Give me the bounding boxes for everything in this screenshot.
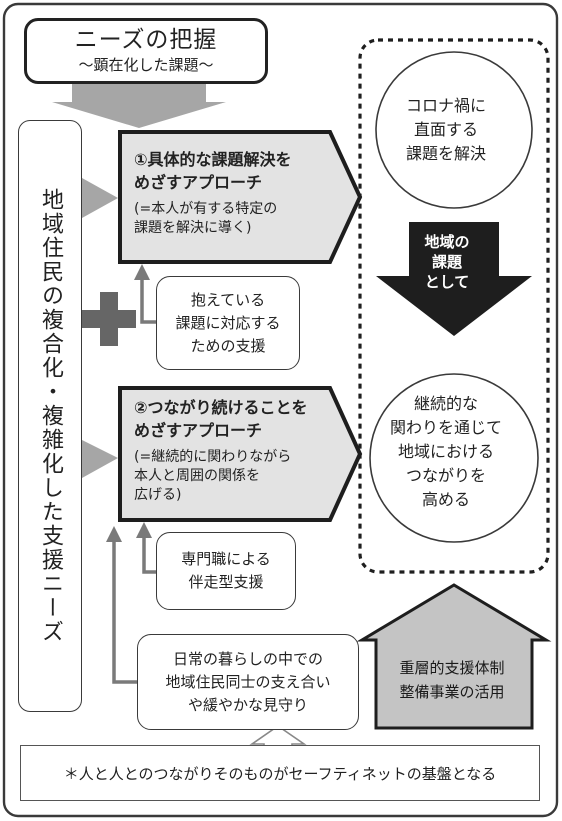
plus-icon	[82, 292, 136, 346]
dashed-panel	[358, 38, 550, 574]
approach2-text: ②つながり続けることを めざすアプローチ (=継続的に関わりながら 本人と周囲の…	[134, 396, 344, 505]
support2-line1: 専門職による	[181, 550, 271, 568]
needs-box: ニーズの把握 〜顕在化した課題〜	[24, 18, 268, 84]
needs-down-arrow	[52, 84, 226, 128]
approach2-shape	[118, 386, 363, 522]
system-line1: 重層的支援体制	[399, 659, 505, 677]
approach2-title-line2: めざすアプローチ	[134, 421, 263, 440]
footer-note-box: ＊人と人とのつながりそのものがセーフティネットの基盤となる	[20, 745, 540, 801]
support1-line1: 抱えている	[190, 290, 266, 309]
needs-title: ニーズの把握	[74, 27, 218, 53]
approach1-title-line1: ①具体的な課題解決を	[134, 150, 292, 169]
system-line2: 整備事業の活用	[399, 683, 505, 701]
approach1-text: ①具体的な課題解決を めざすアプローチ (=本人が有する特定の 課題を解決に導く…	[134, 148, 334, 238]
approach1-note-line1: (=本人が有する特定の	[134, 201, 278, 217]
connector-support1	[140, 278, 156, 324]
approach2-note-line3: 広げる)	[134, 487, 182, 503]
approach1-note-line2: 課題を解決に導く)	[134, 220, 252, 236]
down-arrow-line2: 課題	[431, 253, 462, 271]
circle1-line2: 直面する	[413, 120, 478, 139]
connector-support2	[142, 536, 156, 574]
support3-line2: 地域住民同士の支え合い	[165, 672, 331, 691]
circle2-line2: 関わりを通じて	[389, 418, 502, 437]
down-arrow-line1: 地域の	[424, 233, 470, 251]
vertical-label-box: 地域住民の複合化・複雑化した支援ニーズ	[18, 120, 82, 712]
approach1-title-line2: めざすアプローチ	[134, 173, 263, 192]
circle-covid-text: コロナ禍に 直面する 課題を解決	[382, 94, 510, 166]
connector-support3-arrowhead	[106, 526, 122, 542]
regional-issue-down-arrow	[376, 222, 532, 336]
support-box-community: 日常の暮らしの中での 地域住民同士の支え合い や緩やかな見守り	[137, 634, 359, 730]
support2-line2: 伴走型支援	[188, 573, 264, 591]
approach1-shape	[118, 130, 363, 264]
support1-line3: ための支援	[190, 336, 266, 355]
support1-line2: 課題に対応する	[175, 313, 281, 332]
circle2-line4: つながりを	[405, 466, 486, 485]
circle2-line1: 継続的な	[413, 394, 478, 413]
circle-covid	[375, 51, 533, 209]
circle-connection-text: 継続的な 関わりを通じて 地域における つながりを 高める	[376, 392, 516, 512]
down-arrow-text: 地域の 課題 として	[405, 232, 489, 292]
approach2-title-line1: ②つながり続けることを	[134, 398, 308, 417]
support-box-professional: 専門職による 伴走型支援	[156, 532, 296, 610]
down-arrow-line3: として	[424, 273, 470, 291]
connector-support2-arrowhead	[136, 522, 152, 538]
approach2-title: ②つながり続けることを めざすアプローチ	[134, 396, 344, 442]
approach1-title: ①具体的な課題解決を めざすアプローチ	[134, 148, 334, 194]
circle-connection	[369, 373, 539, 543]
approach1-note: (=本人が有する特定の 課題を解決に導く)	[134, 200, 334, 238]
approach2-note-line1: (=継続的に関わりながら	[134, 449, 292, 465]
support3-line1: 日常の暮らしの中での	[172, 649, 323, 668]
support-box-issue: 抱えている 課題に対応する ための支援	[156, 276, 300, 370]
connector-support3	[112, 540, 137, 684]
circle1-line1: コロナ禍に	[405, 96, 486, 115]
pointer-to-approach1	[82, 178, 118, 218]
approach2-note: (=継続的に関わりながら 本人と周囲の関係を 広げる)	[134, 448, 344, 505]
pointer-to-approach2	[82, 440, 118, 478]
circle2-line3: 地域における	[397, 442, 494, 461]
connector-support1-arrowhead	[134, 264, 150, 280]
needs-subtitle: 〜顕在化した課題〜	[78, 56, 214, 74]
approach2-note-line2: 本人と周囲の関係を	[134, 468, 260, 484]
system-up-arrow	[356, 583, 552, 730]
circle1-line3: 課題を解決	[405, 144, 486, 163]
circle2-line5: 高める	[421, 490, 470, 509]
vertical-label-text: 地域住民の複合化・複雑化した支援ニーズ	[38, 188, 63, 644]
footer-note: ＊人と人とのつながりそのものがセーフティネットの基盤となる	[63, 764, 497, 783]
system-text: 重層的支援体制 整備事業の活用	[368, 656, 536, 704]
support3-line3: や緩やかな見守り	[187, 695, 308, 714]
